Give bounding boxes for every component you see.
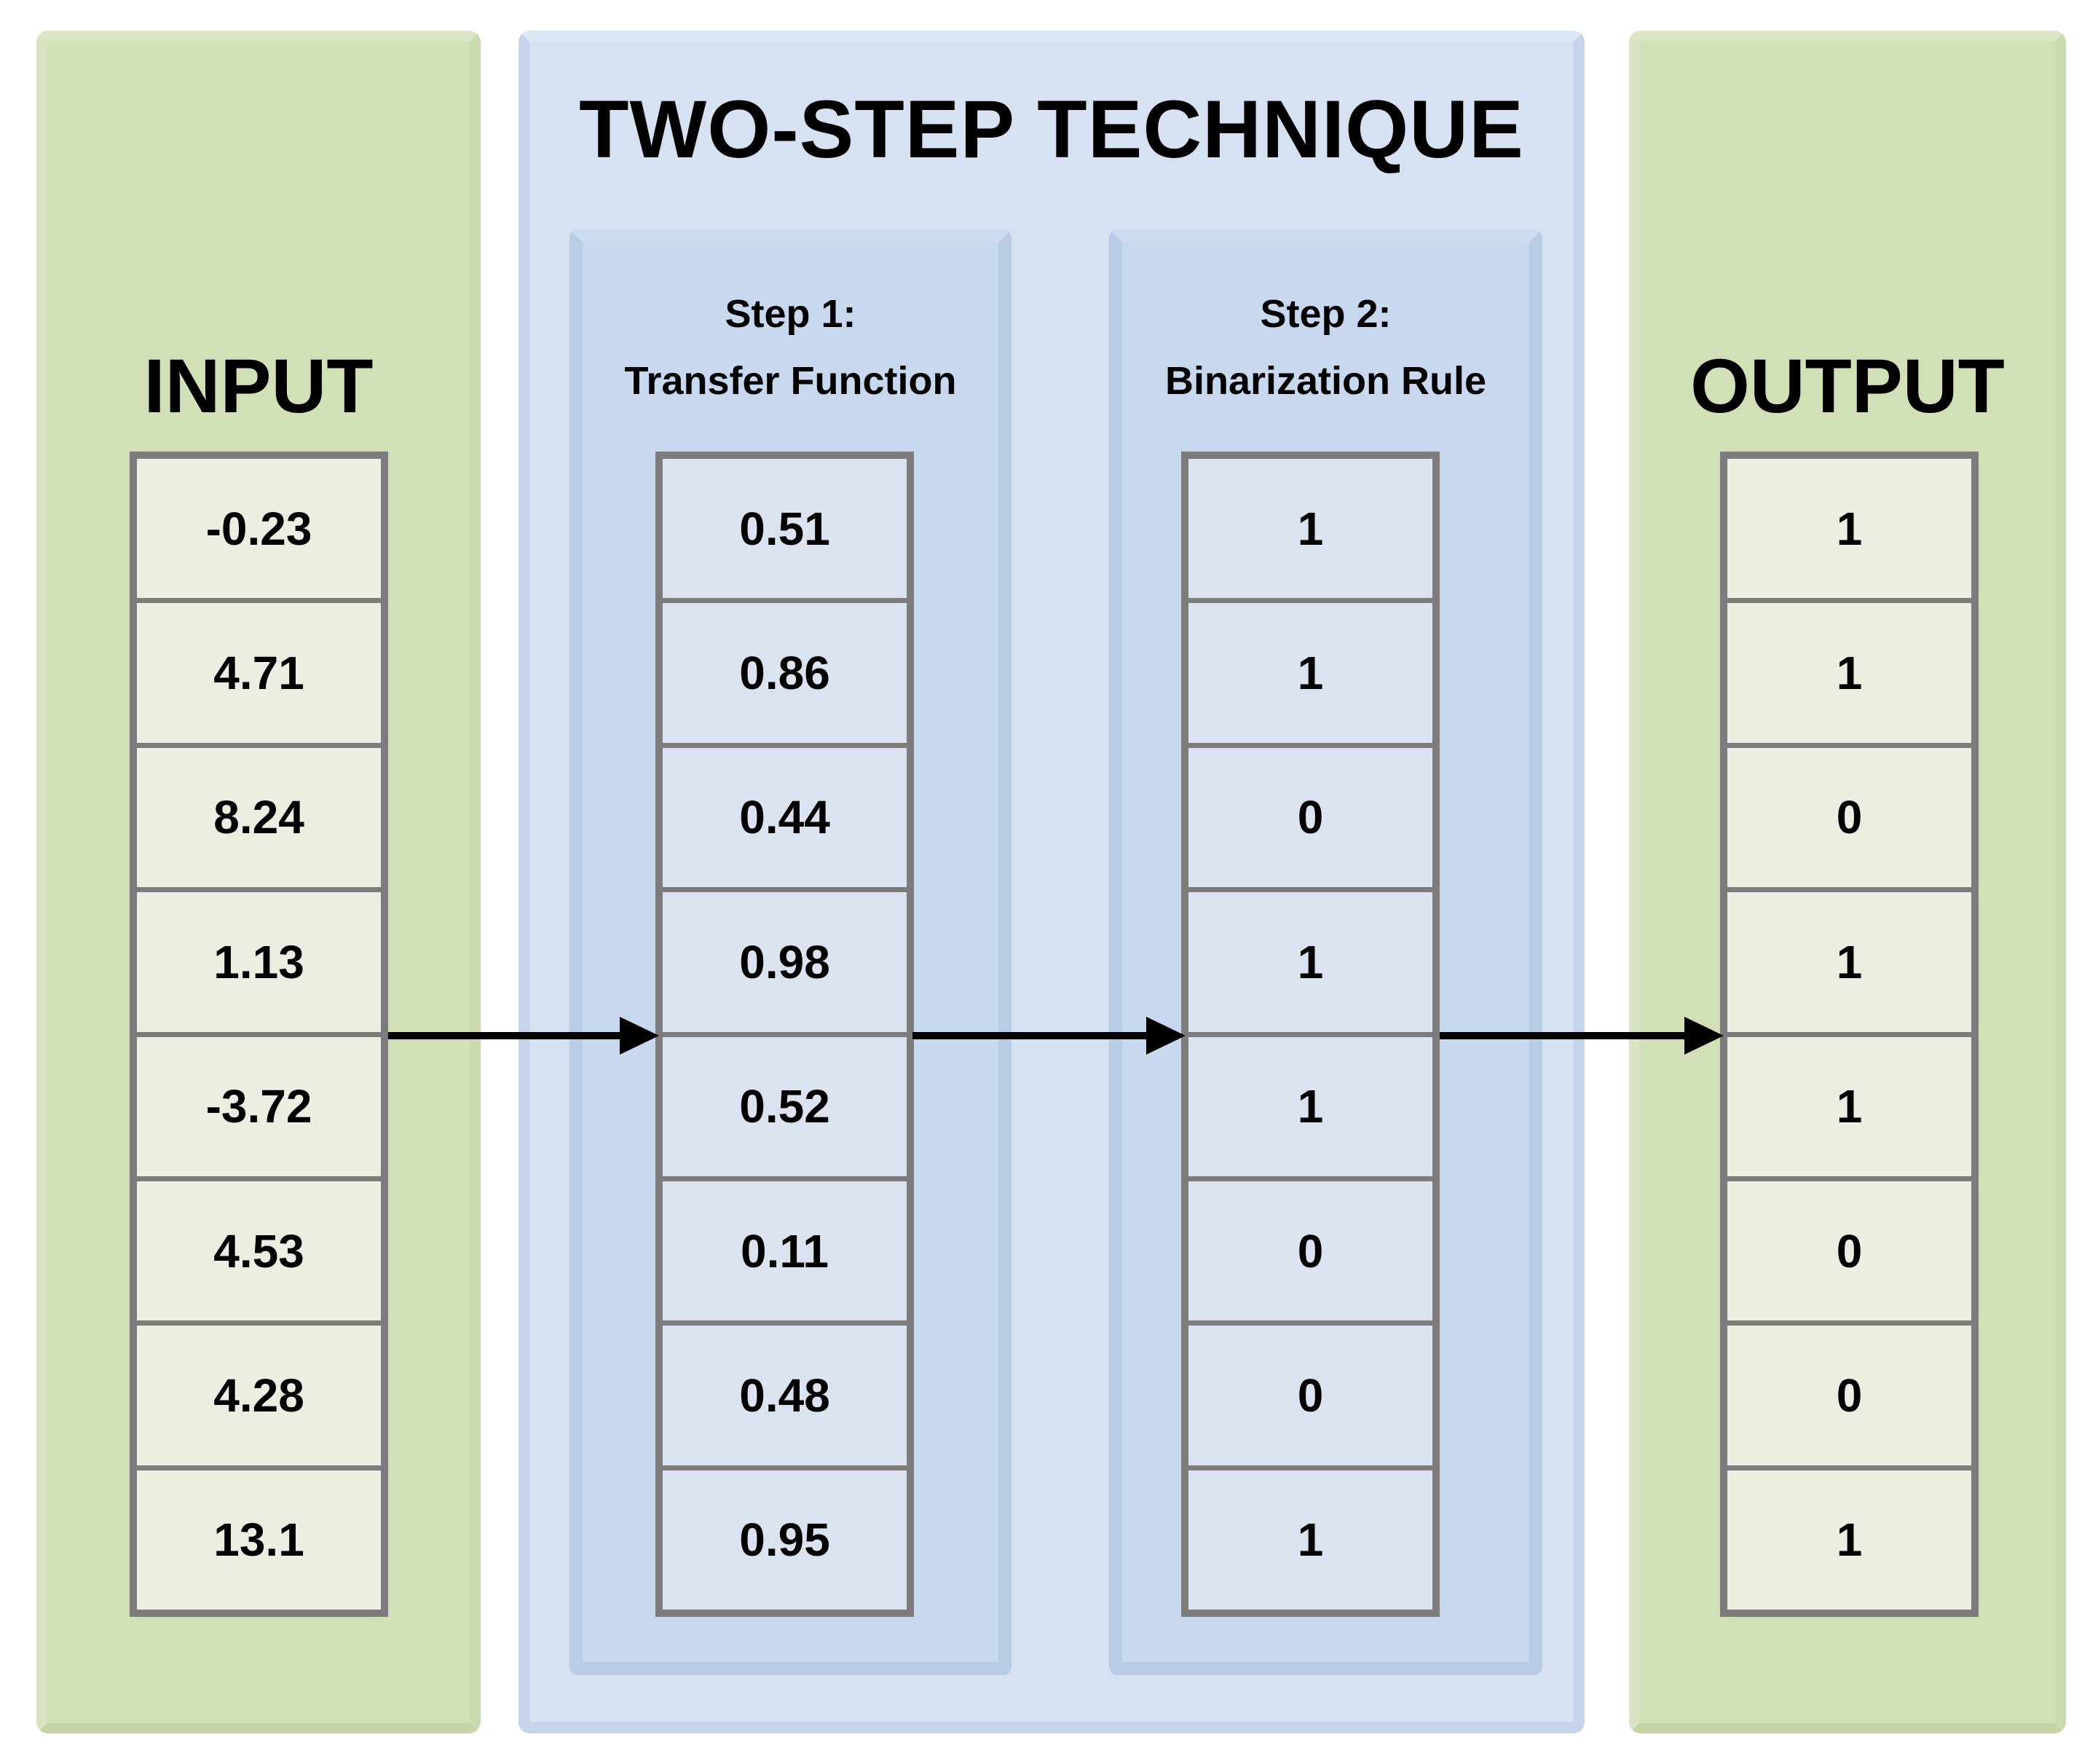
step2-cell: 1: [1188, 459, 1432, 599]
input-cell: 4.53: [137, 1176, 381, 1321]
input-cell: -3.72: [137, 1031, 381, 1176]
step2-table: 1 1 0 1 1 0 0 1: [1181, 452, 1440, 1617]
step1-cell: 0.86: [663, 598, 907, 743]
step1-table: 0.51 0.86 0.44 0.98 0.52 0.11 0.48 0.95: [655, 452, 914, 1617]
output-cell: 1: [1727, 887, 1971, 1032]
step1-cell: 0.44: [663, 742, 907, 888]
step1-cell: 0.51: [663, 459, 907, 599]
input-cell: 8.24: [137, 742, 381, 888]
step2-cell: 1: [1188, 598, 1432, 743]
input-title: INPUT: [143, 344, 374, 429]
input-cell: 1.13: [137, 887, 381, 1032]
input-cell: 4.71: [137, 598, 381, 743]
output-cell: 0: [1727, 1176, 1971, 1321]
output-cell: 0: [1727, 1320, 1971, 1465]
step2-label: Step 2: Binarization Rule: [1109, 280, 1542, 414]
step2-label-line1: Step 2:: [1260, 292, 1392, 336]
step1-label-line2: Transfer Function: [624, 359, 957, 403]
step2-cell: 1: [1188, 1031, 1432, 1176]
step1-cell: 0.11: [663, 1176, 907, 1321]
input-cell: 4.28: [137, 1320, 381, 1465]
step2-cell: 1: [1188, 1465, 1432, 1610]
step1-cell: 0.95: [663, 1465, 907, 1610]
output-cell: 1: [1727, 598, 1971, 743]
step1-cell: 0.48: [663, 1320, 907, 1465]
output-cell: 0: [1727, 742, 1971, 888]
step1-cell: 0.98: [663, 887, 907, 1032]
step2-cell: 1: [1188, 887, 1432, 1032]
output-cell: 1: [1727, 1465, 1971, 1610]
input-cell: -0.23: [137, 459, 381, 599]
input-cell: 13.1: [137, 1465, 381, 1610]
step2-cell: 0: [1188, 1176, 1432, 1321]
step1-label-line1: Step 1:: [725, 292, 856, 336]
step2-label-line2: Binarization Rule: [1164, 359, 1487, 403]
step1-cell: 0.52: [663, 1031, 907, 1176]
step2-cell: 0: [1188, 742, 1432, 888]
diagram-title: TWO-STEP TECHNIQUE: [579, 84, 1524, 175]
step1-label: Step 1: Transfer Function: [569, 280, 1011, 414]
output-title: OUTPUT: [1690, 344, 2005, 429]
output-cell: 1: [1727, 1031, 1971, 1176]
input-table: -0.23 4.71 8.24 1.13 -3.72 4.53 4.28 13.…: [130, 452, 388, 1617]
step2-cell: 0: [1188, 1320, 1432, 1465]
output-cell: 1: [1727, 459, 1971, 599]
output-table: 1 1 0 1 1 0 0 1: [1720, 452, 1979, 1617]
